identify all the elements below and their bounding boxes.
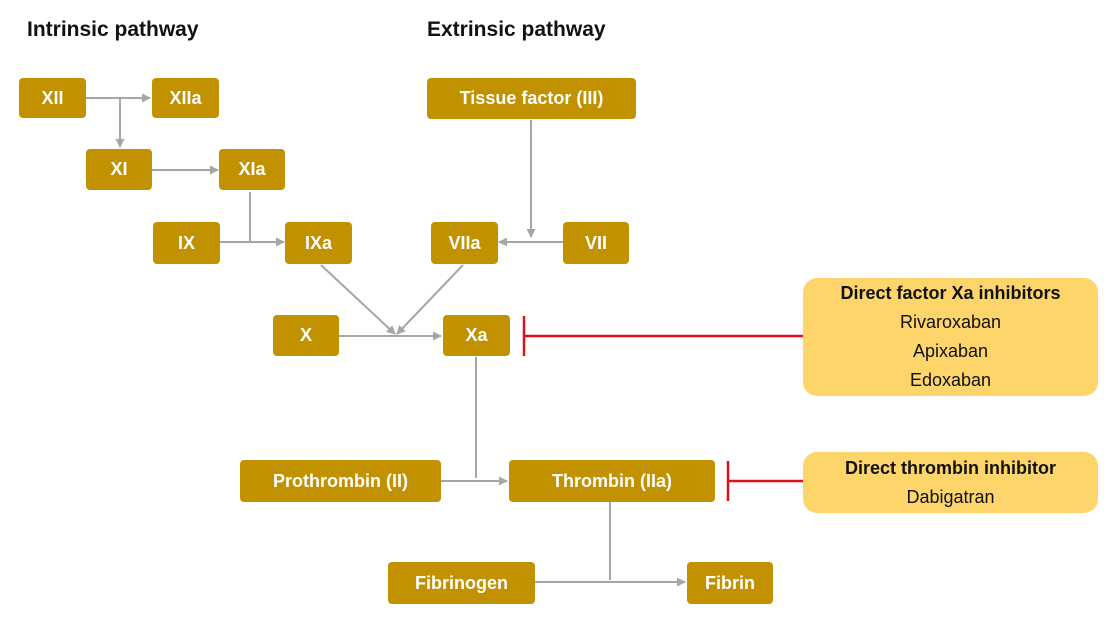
extrinsic-pathway-heading: Extrinsic pathway xyxy=(427,18,606,41)
drug-apixaban: Apixaban xyxy=(912,341,989,361)
factor-xiia-box: XIIa xyxy=(152,78,219,118)
xa-inhibitors-box: Direct factor Xa inhibitors Rivaroxaban … xyxy=(803,278,1098,396)
intrinsic-pathway-heading: Intrinsic pathway xyxy=(27,18,199,41)
prothrombin-box: Prothrombin (II) xyxy=(240,460,441,502)
arrow-viia-to-xa xyxy=(396,264,464,335)
drug-edoxaban: Edoxaban xyxy=(909,370,992,390)
drug-dabigatran: Dabigatran xyxy=(906,486,995,507)
factor-xii-box: XII xyxy=(19,78,86,118)
factor-xi-box: XI xyxy=(86,149,152,190)
factor-x-box: X xyxy=(273,315,339,356)
thrombin-inhibitor-title: Direct thrombin inhibitor xyxy=(845,457,1056,478)
factor-ix-box: IX xyxy=(153,222,220,264)
xa-inhibitors-title: Direct factor Xa inhibitors xyxy=(840,283,1061,303)
thrombin-inhibitor-box: Direct thrombin inhibitor Dabigatran xyxy=(803,452,1098,513)
factor-vii-box: VII xyxy=(563,222,629,264)
fibrin-box: Fibrin xyxy=(687,562,773,604)
tissue-factor-box: Tissue factor (III) xyxy=(427,78,636,119)
factor-xa-box: Xa xyxy=(443,315,510,356)
factor-ixa-box: IXa xyxy=(285,222,352,264)
arrow-ixa-to-xa xyxy=(320,264,396,335)
thrombin-box: Thrombin (IIa) xyxy=(509,460,715,502)
drug-rivaroxaban: Rivaroxaban xyxy=(899,312,1002,332)
fibrinogen-box: Fibrinogen xyxy=(388,562,535,604)
factor-xia-box: XIa xyxy=(219,149,285,190)
factor-viia-box: VIIa xyxy=(431,222,498,264)
